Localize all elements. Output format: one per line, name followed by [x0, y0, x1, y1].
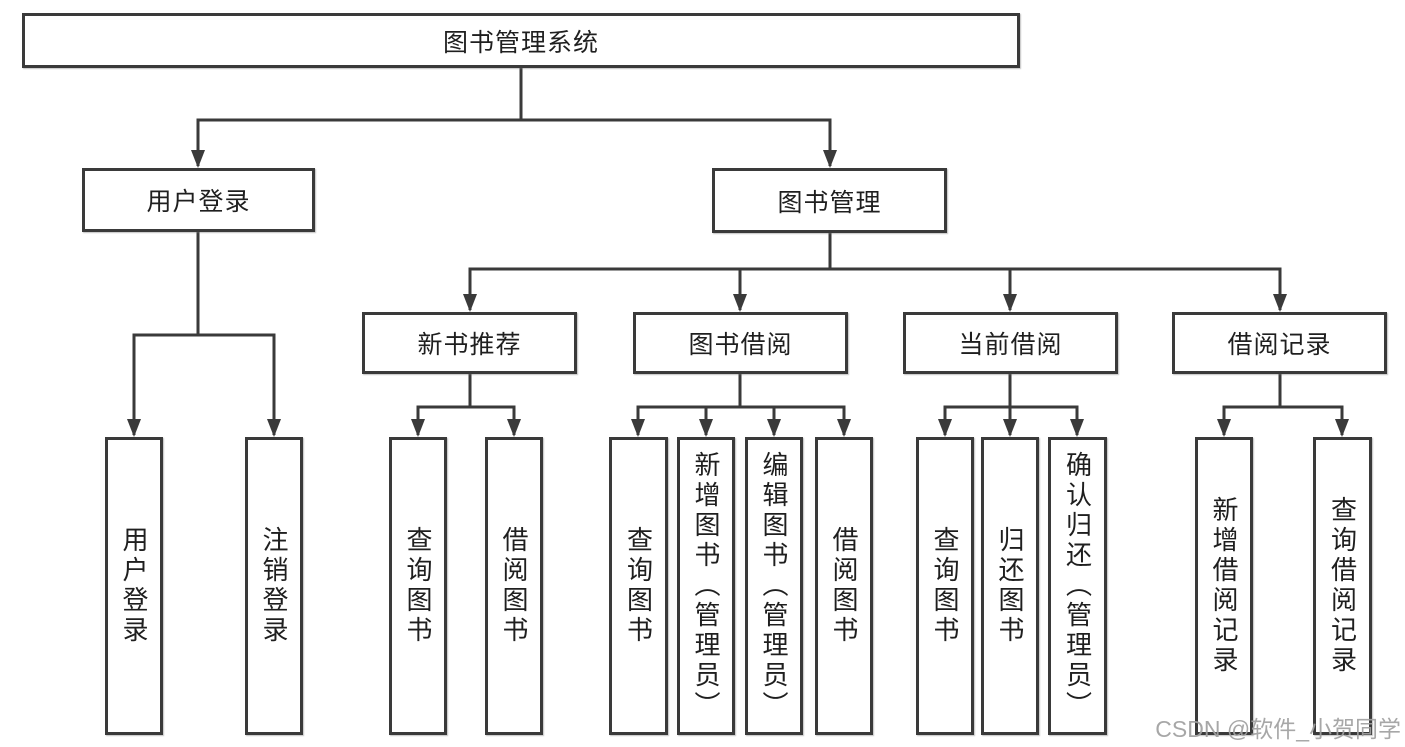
leaf-add-book-label: 新增图书（管理员）: [691, 451, 721, 721]
leaf-confirm-return: 确认归还（管理员）: [1048, 437, 1107, 735]
leaf-edit-book: 编辑图书（管理员）: [745, 437, 803, 735]
node-new-book-rec: 新书推荐: [362, 312, 577, 374]
leaf-query-book-2: 查询图书: [609, 437, 668, 735]
leaf-logout-label: 注销登录: [259, 526, 289, 646]
leaf-user-login: 用户登录: [105, 437, 163, 735]
leaf-user-login-label: 用户登录: [119, 526, 149, 646]
node-user-login-label: 用户登录: [146, 188, 251, 216]
leaf-return-book: 归还图书: [981, 437, 1039, 735]
node-book-borrow: 图书借阅: [633, 312, 848, 374]
node-book-borrow-label: 图书借阅: [688, 331, 793, 359]
leaf-query-borrow-record-label: 查询借阅记录: [1327, 496, 1358, 676]
leaf-query-borrow-record: 查询借阅记录: [1313, 437, 1372, 735]
node-user-login: 用户登录: [82, 168, 315, 232]
node-root: 图书管理系统: [22, 13, 1020, 68]
leaf-query-book-3-label: 查询图书: [930, 526, 960, 646]
node-root-label: 图书管理系统: [442, 28, 599, 57]
leaf-query-book-1-label: 查询图书: [403, 526, 433, 646]
node-current-borrow: 当前借阅: [903, 312, 1118, 374]
node-borrow-records-label: 借阅记录: [1227, 331, 1332, 359]
leaf-borrow-book-1: 借阅图书: [485, 437, 543, 735]
leaf-query-book-3: 查询图书: [916, 437, 974, 735]
leaf-borrow-book-1-label: 借阅图书: [499, 526, 529, 646]
node-new-book-rec-label: 新书推荐: [417, 331, 522, 359]
watermark: CSDN @软件_小贺同学: [1155, 716, 1401, 742]
leaf-borrow-book-2-label: 借阅图书: [829, 526, 859, 646]
leaf-query-book-2-label: 查询图书: [623, 526, 654, 646]
leaf-add-borrow-record-label: 新增借阅记录: [1209, 496, 1239, 676]
leaf-add-book: 新增图书（管理员）: [677, 437, 735, 735]
leaf-return-book-label: 归还图书: [995, 526, 1025, 646]
node-book-mgmt-label: 图书管理: [777, 188, 882, 217]
leaf-add-borrow-record: 新增借阅记录: [1195, 437, 1253, 735]
node-borrow-records: 借阅记录: [1172, 312, 1387, 374]
leaf-query-book-1: 查询图书: [389, 437, 447, 735]
leaf-borrow-book-2: 借阅图书: [815, 437, 873, 735]
node-current-borrow-label: 当前借阅: [958, 331, 1063, 359]
leaf-confirm-return-label: 确认归还（管理员）: [1062, 451, 1093, 721]
leaf-edit-book-label: 编辑图书（管理员）: [759, 451, 789, 721]
node-book-mgmt: 图书管理: [712, 168, 947, 233]
leaf-logout: 注销登录: [245, 437, 303, 735]
